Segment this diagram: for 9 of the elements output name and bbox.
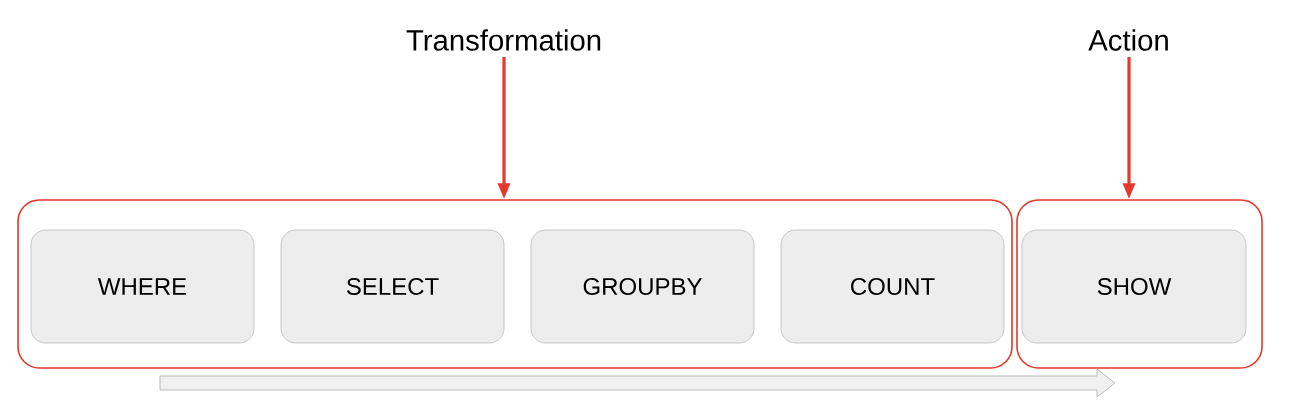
operation-box: COUNT — [780, 229, 1005, 344]
operation-box: GROUPBY — [530, 229, 755, 344]
operation-box: SHOW — [1021, 229, 1247, 344]
group-box — [17, 199, 1013, 369]
heading-text: Action — [1088, 29, 1168, 51]
operation-box: WHERE — [30, 229, 255, 344]
operation-box: SELECT — [280, 229, 505, 344]
heading-text: Transformation — [406, 29, 601, 51]
group-box — [1016, 199, 1263, 369]
